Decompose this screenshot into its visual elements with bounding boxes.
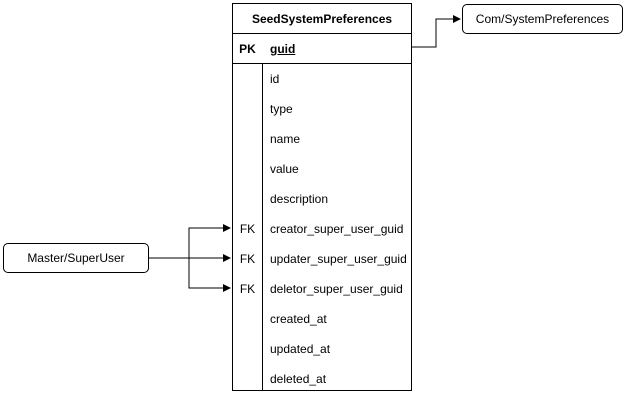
connector-guid-to-com xyxy=(412,15,461,48)
field-row[interactable]: FK deletor_super_user_guid xyxy=(233,274,411,304)
entity-master-super-user[interactable]: Master/SuperUser xyxy=(3,243,149,273)
connector-master-to-deletor xyxy=(149,257,231,292)
field-key-marker xyxy=(233,94,262,124)
field-key-marker xyxy=(233,364,262,394)
field-name: updater_super_user_guid xyxy=(270,252,407,266)
field-name: type xyxy=(270,102,293,116)
field-name: value xyxy=(270,162,299,176)
field-name: description xyxy=(270,192,329,206)
field-row[interactable]: FK creator_super_user_guid xyxy=(233,214,411,244)
field-list: id type name value description FK creato… xyxy=(233,64,411,394)
field-row[interactable]: updated_at xyxy=(233,334,411,364)
field-row[interactable]: deleted_at xyxy=(233,364,411,394)
field-row[interactable]: created_at xyxy=(233,304,411,334)
field-key-marker xyxy=(233,154,262,184)
field-name: name xyxy=(270,132,301,146)
field-row[interactable]: type xyxy=(233,94,411,124)
entity-label: Master/SuperUser xyxy=(27,251,125,265)
field-name: creator_super_user_guid xyxy=(270,222,404,236)
field-name: deletor_super_user_guid xyxy=(270,282,403,296)
field-key-marker: FK xyxy=(239,222,256,236)
field-key-marker xyxy=(233,64,262,94)
field-key-marker xyxy=(233,184,262,214)
entity-table-seed-system-preferences[interactable]: SeedSystemPreferences PK guid id type na… xyxy=(232,3,412,391)
field-row[interactable]: id xyxy=(233,64,411,94)
field-name: deleted_at xyxy=(270,372,327,386)
field-key-marker xyxy=(233,124,262,154)
field-key-marker xyxy=(233,304,262,334)
field-row[interactable]: name xyxy=(233,124,411,154)
table-title: SeedSystemPreferences xyxy=(233,4,411,34)
field-key-marker: FK xyxy=(239,252,256,266)
field-row[interactable]: value xyxy=(233,154,411,184)
connector-master-to-creator xyxy=(149,224,231,259)
field-row[interactable]: description xyxy=(233,184,411,214)
field-key-marker: FK xyxy=(239,282,256,296)
field-key-marker xyxy=(233,334,262,364)
entity-com-system-preferences[interactable]: Com/SystemPreferences xyxy=(462,4,623,34)
field-name: updated_at xyxy=(270,342,331,356)
field-name: id xyxy=(270,72,280,86)
field-name: created_at xyxy=(270,312,327,326)
pk-marker: PK xyxy=(239,41,256,56)
primary-key-row[interactable]: PK guid xyxy=(233,34,411,64)
field-row[interactable]: FK updater_super_user_guid xyxy=(233,244,411,274)
key-column-divider xyxy=(262,63,263,390)
pk-field-name: guid xyxy=(270,41,296,56)
entity-label: Com/SystemPreferences xyxy=(475,12,610,26)
